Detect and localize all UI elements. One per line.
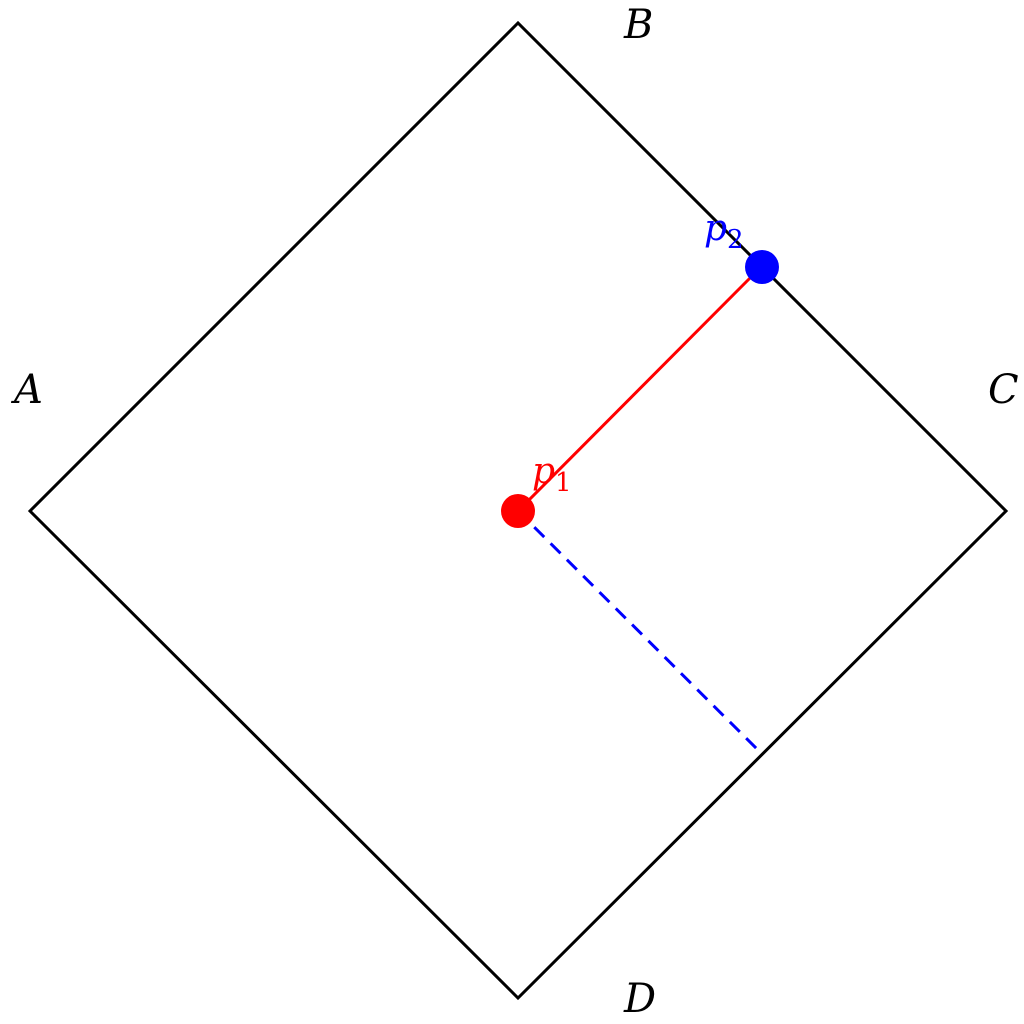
point-label-p1: p1 (532, 451, 572, 498)
point-label-p2-base: p (704, 208, 727, 249)
point-label-p1-base: p (532, 451, 555, 492)
vertex-label-d: D (623, 976, 656, 1022)
point-label-p1-sub: 1 (555, 468, 572, 498)
dashed-projection-line (516, 509, 764, 756)
vector-arrow (516, 270, 758, 513)
vertex-label-a: A (10, 367, 43, 413)
vertex-label-c: C (988, 367, 1019, 413)
vertex-label-b: B (623, 2, 653, 48)
diamond-square (27, 20, 1009, 1001)
point-p2-dot (745, 250, 779, 284)
point-p1-dot (501, 494, 535, 528)
point-label-p2: p2 (704, 208, 744, 255)
point-label-p2-sub: 2 (727, 225, 744, 255)
